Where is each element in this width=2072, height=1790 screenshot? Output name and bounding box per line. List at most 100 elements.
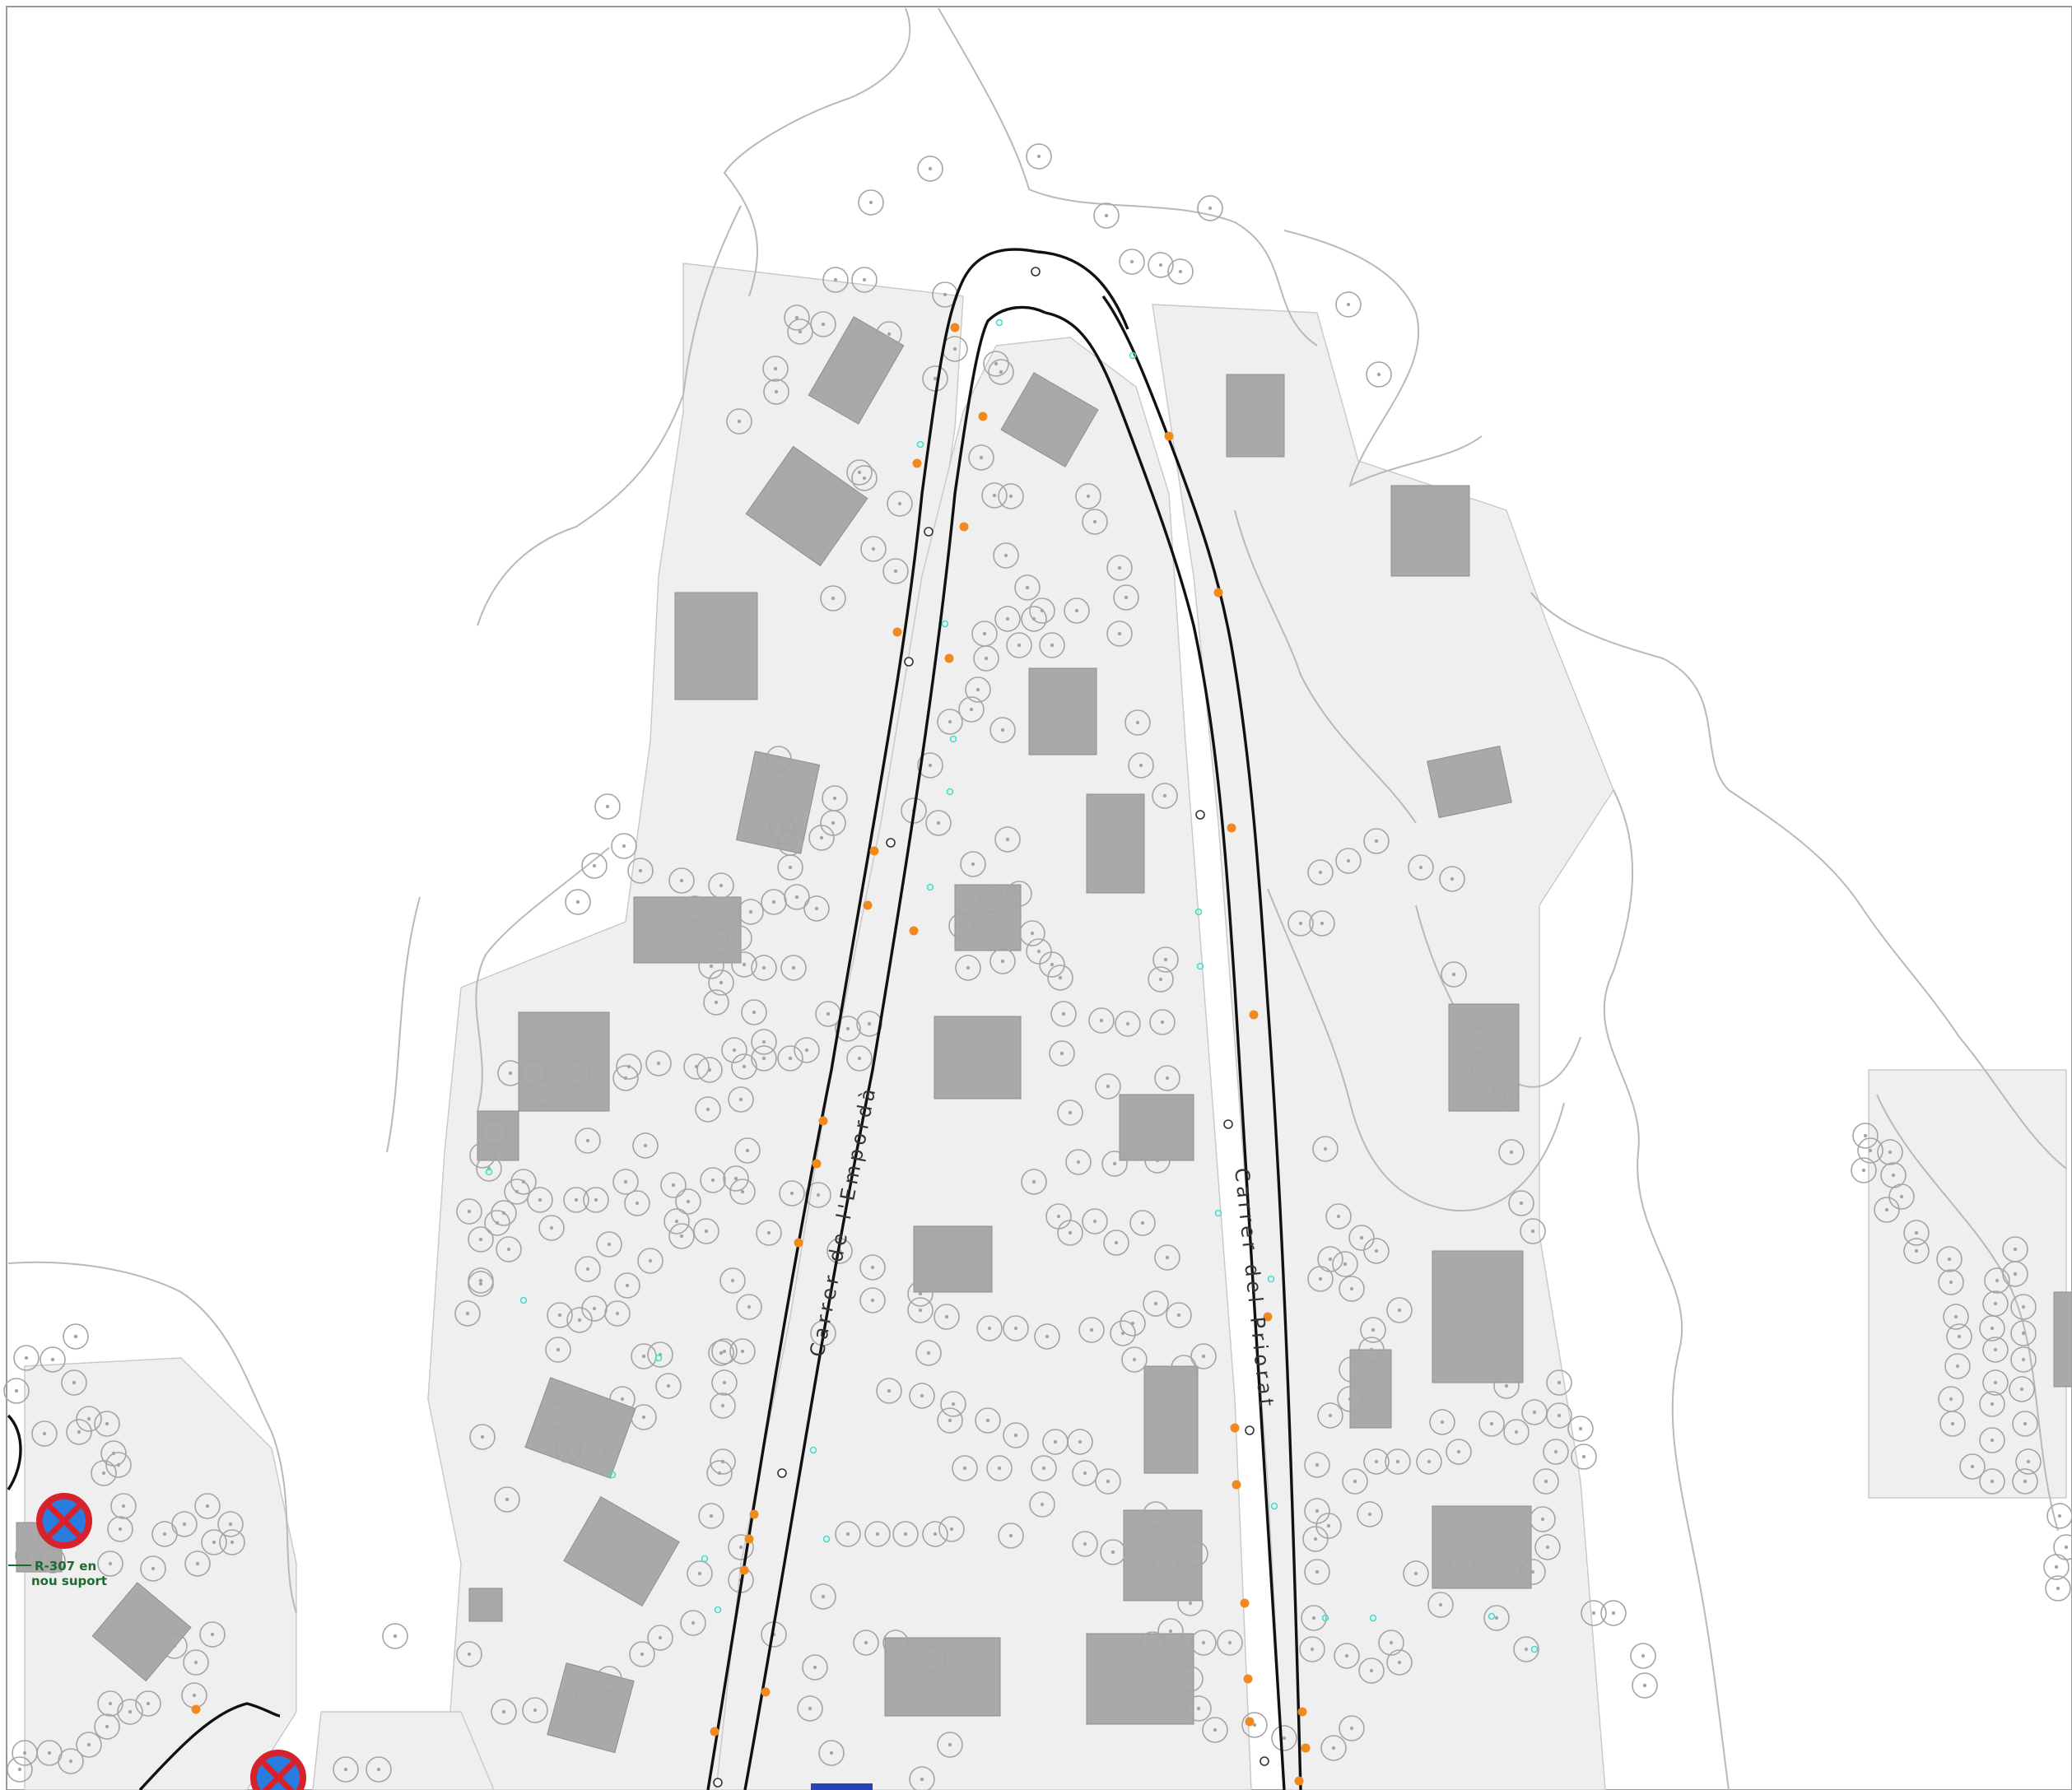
tree-icon [731, 1053, 757, 1080]
tree-icon [2010, 1294, 2037, 1320]
tree-icon [1217, 1630, 1243, 1656]
tree-icon [1429, 1409, 1455, 1435]
hydrant-icon [1214, 1209, 1222, 1217]
contour-line-4 [1530, 592, 2067, 1169]
tree-icon [647, 1625, 673, 1651]
tree-icon [710, 1392, 736, 1419]
street-lamp-icon [1297, 1707, 1307, 1717]
tree-icon [851, 267, 878, 293]
tree-icon [763, 379, 789, 405]
hydrant-icon [1488, 1612, 1496, 1620]
tree-icon [938, 1516, 965, 1542]
tree-icon [986, 1455, 1013, 1481]
tree-icon [596, 1231, 622, 1258]
tree-icon [1021, 1169, 1047, 1195]
street-lamp-icon [959, 522, 969, 532]
tree-icon [998, 1523, 1024, 1549]
tree-icon [907, 1297, 934, 1323]
no-parking-sign-icon[interactable] [250, 1750, 306, 1790]
tree-icon [7, 1756, 33, 1783]
tree-icon [784, 305, 810, 331]
tree-icon [1057, 1220, 1083, 1246]
tree-icon [668, 867, 695, 894]
tree-icon [700, 1167, 726, 1193]
tree-icon [1416, 1448, 1442, 1475]
street-lamp-icon [912, 458, 922, 468]
tree-icon [711, 1369, 738, 1396]
tree-icon [920, 1646, 947, 1672]
tree-icon [1072, 1460, 1098, 1486]
tree-icon [983, 351, 1009, 377]
building [1390, 485, 1470, 577]
tree-icon [1366, 361, 1392, 388]
tree-icon [989, 948, 1016, 974]
hydrant-icon [714, 1606, 722, 1614]
contour-line-6 [1267, 888, 1565, 1212]
tree-icon [1185, 1695, 1212, 1722]
tree-icon [1386, 1649, 1413, 1676]
street-lamp-icon [1213, 588, 1223, 597]
tree-icon [2010, 1320, 2037, 1346]
tree-icon [40, 1346, 66, 1373]
tree-icon [105, 1452, 132, 1478]
tree-icon [1067, 1429, 1093, 1455]
building [1427, 745, 1512, 819]
tree-icon [726, 408, 752, 435]
tree-icon [1903, 1220, 1930, 1246]
tree-icon [917, 752, 943, 779]
tree-icon [1202, 1717, 1228, 1743]
tree-icon [497, 1060, 524, 1086]
tree-icon [1492, 1081, 1518, 1108]
tree-icon [762, 356, 789, 382]
tree-icon [1363, 1448, 1390, 1475]
tree-icon [1113, 584, 1139, 611]
tree-icon [2046, 1503, 2072, 1529]
no-parking-sign-icon[interactable] [36, 1493, 92, 1549]
tree-icon [952, 1455, 978, 1481]
tree-icon [835, 1521, 861, 1547]
street-lamp-icon [863, 900, 873, 910]
building [745, 445, 868, 567]
tree-icon [522, 1697, 548, 1723]
building [477, 1110, 519, 1161]
building [1123, 1509, 1203, 1602]
tree-icon [940, 1391, 966, 1417]
tree-icon [565, 889, 591, 915]
tree-icon [729, 1338, 756, 1365]
contour-line-8 [477, 205, 742, 626]
hydrant-icon [822, 1535, 831, 1543]
street-lamp-icon [794, 1238, 803, 1248]
tree-icon [107, 1516, 133, 1542]
tree-icon [1057, 1100, 1083, 1126]
hydrant-icon [1530, 1645, 1539, 1653]
tree-icon [708, 1340, 734, 1366]
tree-icon [728, 1086, 754, 1113]
tree-icon [1124, 709, 1151, 736]
tree-icon [596, 1666, 622, 1692]
tree-icon [1317, 1402, 1343, 1429]
tree-icon [611, 833, 637, 859]
tree-icon [736, 1294, 762, 1320]
street-lamp-icon [739, 1565, 749, 1575]
tree-icon [547, 1302, 573, 1328]
tree-icon [1128, 752, 1154, 779]
tree-icon [1029, 597, 1055, 624]
building [91, 1582, 192, 1682]
tree-icon [538, 1215, 565, 1241]
tree-icon [1521, 1399, 1548, 1425]
tree-icon [624, 1190, 650, 1216]
tree-icon [1339, 1715, 1365, 1741]
tree-icon [1101, 1151, 1128, 1177]
tree-icon [2012, 1411, 2038, 1437]
tree-icon [909, 1766, 935, 1790]
tree-icon [859, 1254, 886, 1281]
tree-icon [1939, 1411, 1966, 1437]
hydrant-icon [608, 1471, 617, 1479]
street-lamp-icon [1263, 1312, 1273, 1322]
tree-icon [660, 1172, 687, 1198]
sign-note-code: R-307 en [35, 1559, 96, 1574]
tree-icon [1075, 483, 1101, 509]
street-lamp-icon [869, 846, 879, 856]
